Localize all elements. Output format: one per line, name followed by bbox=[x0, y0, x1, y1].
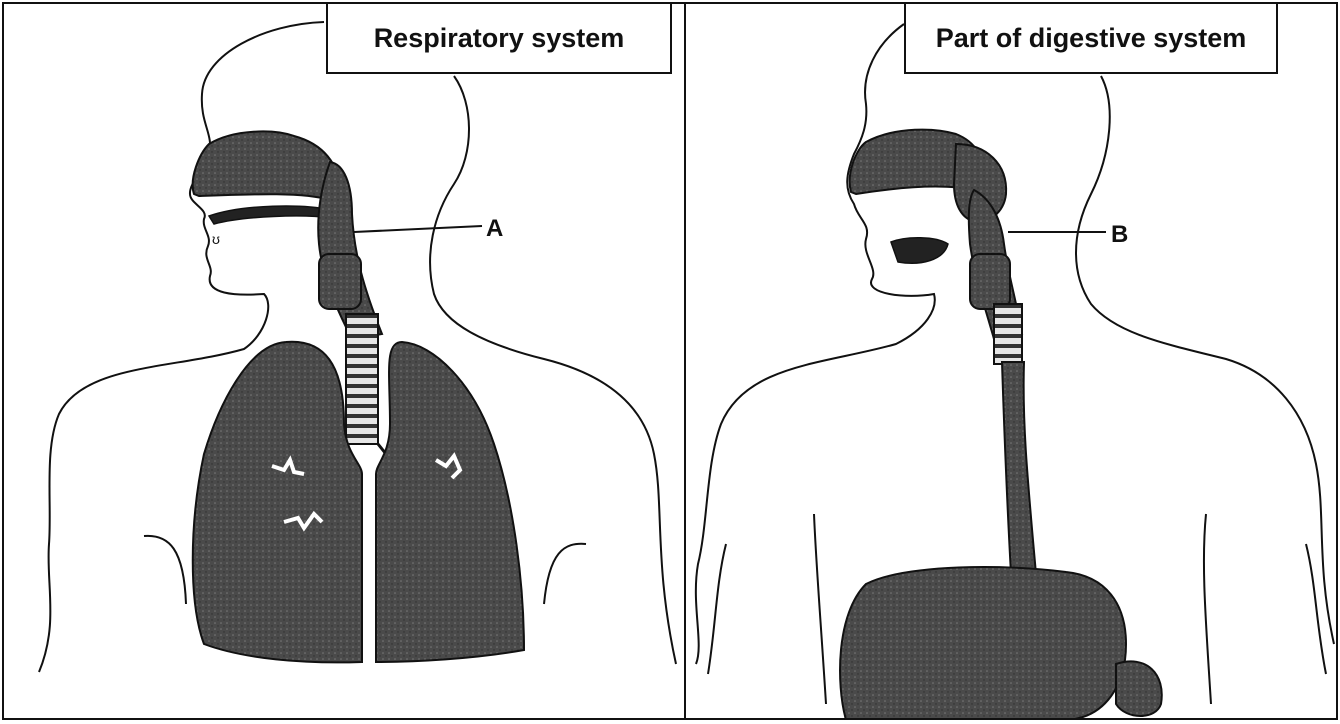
larynx bbox=[970, 254, 1010, 309]
left-arm-line bbox=[144, 536, 186, 604]
respiratory-illustration: ʊ A bbox=[4, 4, 686, 720]
nasal-cavity bbox=[193, 131, 342, 200]
trachea bbox=[346, 314, 378, 444]
digestive-illustration: B bbox=[686, 4, 1338, 720]
respiratory-title: Respiratory system bbox=[326, 4, 672, 74]
digestive-panel: B Part of digestive system bbox=[684, 2, 1338, 720]
left-arm-line bbox=[708, 544, 726, 674]
oesophagus bbox=[1002, 362, 1036, 574]
left-torso-line bbox=[814, 514, 826, 704]
left-lung bbox=[193, 342, 362, 663]
pharynx bbox=[318, 162, 382, 339]
label-a: A bbox=[486, 215, 503, 242]
intestine-section bbox=[1116, 661, 1162, 716]
label-b: B bbox=[1111, 221, 1128, 248]
larynx bbox=[319, 254, 361, 309]
respiratory-panel: ʊ A Respiratory system bbox=[2, 2, 686, 720]
right-lung bbox=[376, 342, 524, 662]
trachea bbox=[994, 304, 1022, 364]
digestive-title: Part of digestive system bbox=[904, 4, 1278, 74]
right-torso-line bbox=[1204, 514, 1211, 704]
tongue-teeth bbox=[891, 238, 948, 263]
svg-text:ʊ: ʊ bbox=[212, 231, 220, 247]
pointer-line-a bbox=[354, 226, 482, 232]
stomach bbox=[840, 567, 1126, 720]
right-arm-line bbox=[544, 544, 586, 604]
body-outline bbox=[696, 24, 935, 664]
neck-back-outline bbox=[1076, 76, 1334, 644]
oral-cavity bbox=[209, 206, 330, 224]
